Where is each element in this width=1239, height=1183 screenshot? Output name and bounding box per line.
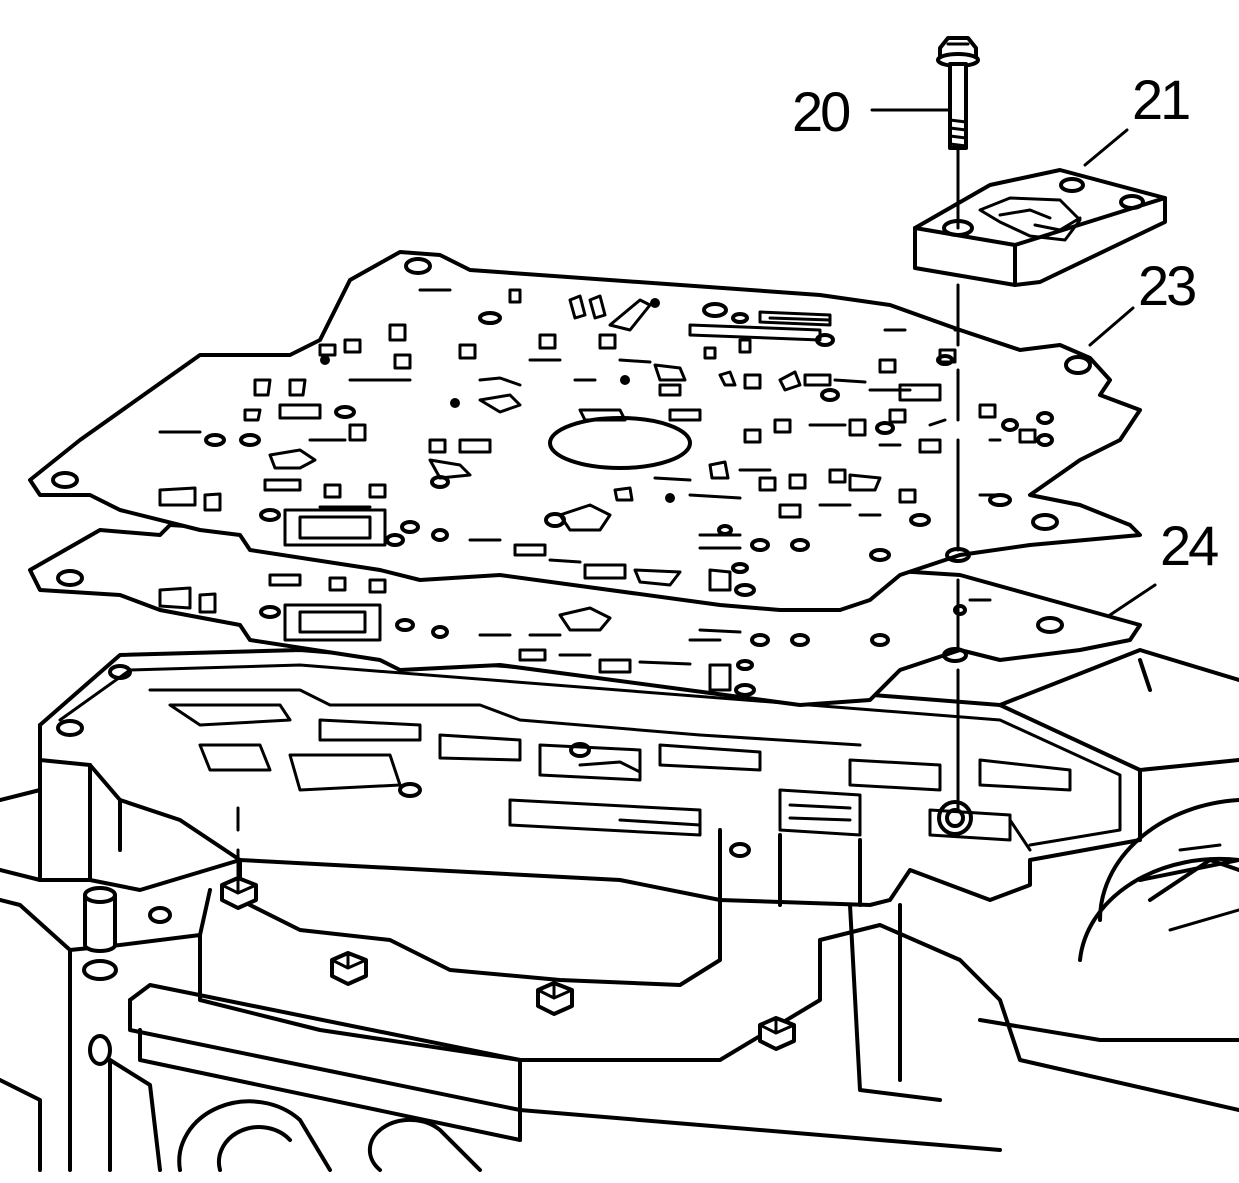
callout-21: 21 — [1132, 68, 1191, 131]
bolt-20 — [936, 36, 980, 150]
callout-20: 20 — [792, 80, 851, 143]
leader-lines — [870, 108, 1157, 617]
callout-24: 24 — [1160, 514, 1219, 577]
callout-23: 23 — [1138, 254, 1197, 317]
upper-gasket-23 — [28, 250, 1142, 612]
plate-21 — [913, 168, 1167, 287]
upper-gasket-holes — [158, 288, 1054, 597]
lower-gasket-holes — [158, 573, 992, 697]
transmission-case — [0, 648, 1239, 1172]
case-bolts — [220, 876, 796, 1051]
assembly-centerline — [236, 148, 960, 880]
